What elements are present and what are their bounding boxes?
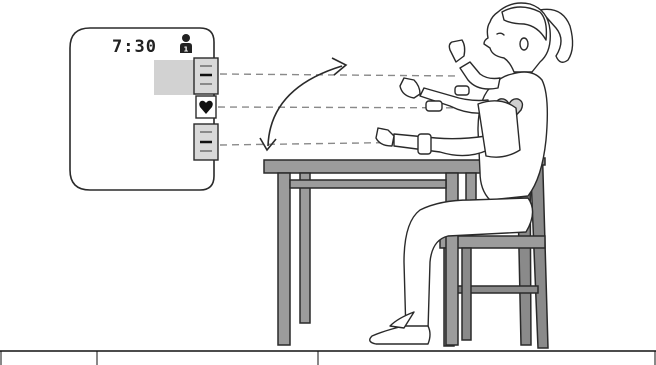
guide-line-upper <box>219 73 461 77</box>
ponytail <box>539 8 574 63</box>
arm-middle-position <box>419 87 491 114</box>
guide-lines <box>217 73 501 146</box>
arm-lower-position <box>393 133 489 157</box>
svg-text:1: 1 <box>184 46 189 54</box>
indicator-above-heart <box>193 57 219 95</box>
table-leg-back-left <box>299 172 311 324</box>
table-leg-front-right <box>445 172 459 346</box>
watch-lower <box>417 133 432 155</box>
watch-upper <box>454 85 470 96</box>
hand-upper-position <box>448 39 466 63</box>
person <box>369 2 574 345</box>
table <box>263 159 489 346</box>
hair <box>501 6 548 41</box>
device-display: 7:30 1 <box>69 27 219 191</box>
watch-middle <box>425 100 443 112</box>
footer-table <box>0 350 656 365</box>
double-arrow-icon <box>259 57 348 152</box>
arm-cuff <box>477 100 521 158</box>
indicator-below-heart <box>193 123 219 161</box>
table-apron <box>289 179 447 189</box>
highlight-zone <box>154 60 196 95</box>
hand-middle-position <box>399 77 421 99</box>
time-readout: 7:30 <box>112 37 157 57</box>
table-top <box>263 159 489 174</box>
indicator-heart-level <box>195 95 217 119</box>
table-leg-front-left <box>277 172 291 346</box>
eye <box>496 32 505 36</box>
slipper-front <box>369 325 431 345</box>
user-icon: 1 <box>180 34 192 54</box>
legs <box>403 197 534 335</box>
slipper-back <box>389 311 415 329</box>
arm-upper-position <box>459 61 501 90</box>
heart-icon <box>199 100 213 114</box>
hand-lower-position <box>375 127 395 147</box>
ear <box>519 37 529 51</box>
